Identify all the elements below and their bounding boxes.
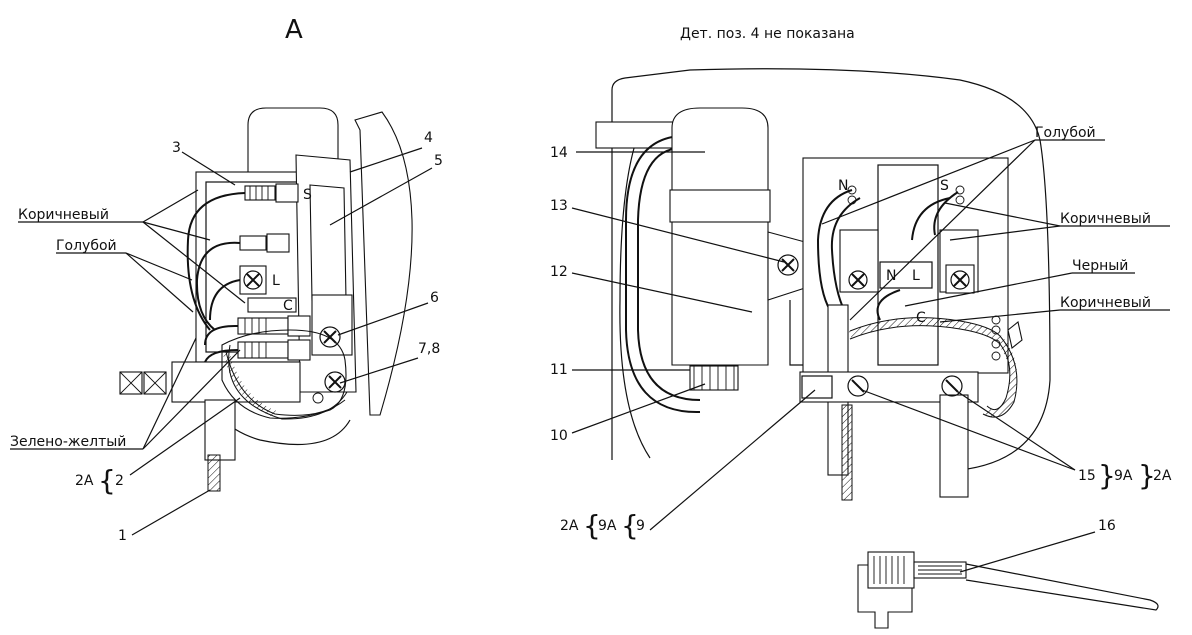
power-cord-1 [207, 454, 221, 492]
terminal-n-top-label: N [838, 178, 848, 194]
connector-s [244, 185, 276, 201]
terminal-c-label: C [283, 298, 293, 314]
wire-label-blue-right: Голубой [1035, 125, 1096, 141]
callout-6: 6 [430, 290, 439, 306]
wire-blue-right [816, 189, 853, 311]
terminal-mid-block [266, 233, 290, 253]
terminal-s-top-label: S [940, 178, 949, 194]
wire-blue [209, 279, 241, 321]
group-9-prefix-2: 9А [598, 518, 617, 534]
terminal-n-label: N [886, 268, 896, 284]
edge-connector [1007, 321, 1023, 349]
group-2-prefix: 2А [75, 473, 94, 489]
connector-lower-2 [237, 341, 289, 359]
group-9-prefix-1: 2А [560, 518, 579, 534]
view-letter: А [285, 15, 303, 45]
terminal-l-screw [243, 270, 263, 290]
bracket-6 [311, 294, 353, 356]
callout-16: 16 [1098, 518, 1116, 534]
wire-black [876, 289, 901, 321]
cord-16 [965, 563, 1159, 611]
callout-1: 1 [118, 528, 127, 544]
connector-mid [239, 235, 267, 251]
terminal-lower-2 [287, 339, 311, 361]
ground-wire-sleeve-outline [221, 329, 347, 419]
brace-2: { [98, 464, 116, 497]
terminal-c-block [247, 297, 297, 313]
wire-label-brown: Коричневый [18, 207, 109, 223]
screw-15a [847, 375, 869, 397]
callout-15: 15 [1078, 468, 1096, 484]
ground-symbol [312, 392, 324, 404]
wire-brown-2 [195, 241, 241, 331]
capacitor-band [669, 189, 771, 223]
terminal-block-left [839, 229, 879, 293]
terminal-l-label: L [912, 268, 920, 284]
screw-6 [319, 326, 341, 348]
hose-outer [637, 147, 701, 401]
terminal-s-label: S [303, 187, 312, 203]
callout-9: 9 [636, 518, 645, 534]
compressor-outline [611, 68, 1051, 471]
group-15-mid: 9А [1114, 468, 1133, 484]
brace-15b: } [1138, 459, 1156, 492]
right-post [939, 394, 969, 498]
harness-hatched [848, 317, 1003, 344]
capacitor-body [671, 107, 769, 366]
callout-11: 11 [550, 362, 568, 378]
screw-15b [941, 375, 963, 397]
left-leaders [10, 147, 433, 536]
wire-label-blue: Голубой [56, 238, 117, 254]
right-assembly: N S N L C [595, 68, 1159, 629]
callout-12: 12 [550, 264, 568, 280]
callout-4: 4 [424, 130, 433, 146]
callout-14: 14 [550, 145, 568, 161]
wire-label-black: Черный [1072, 258, 1128, 274]
callout-2: 2 [115, 473, 124, 489]
screw-13 [777, 254, 799, 276]
terminal-s-block [275, 183, 299, 203]
callout-5: 5 [434, 153, 443, 169]
group-15-suffix: 2А [1153, 468, 1172, 484]
right-leaders [571, 139, 1170, 573]
wire-brown-right [933, 191, 959, 236]
wire-brown-1 [186, 192, 246, 331]
left-assembly: S L C [119, 107, 413, 492]
brace-15a: } [1098, 459, 1116, 492]
top-bar [595, 121, 675, 149]
brace-9a: { [583, 509, 601, 542]
brace-9b: { [621, 509, 639, 542]
wire-label-brown-top: Коричневый [1060, 211, 1151, 227]
terminal-l-label: L [272, 273, 280, 289]
hatched-post [841, 404, 853, 501]
callout-10: 10 [550, 428, 568, 444]
view-note: Дет. поз. 4 не показана [680, 26, 855, 42]
entry-tube [204, 399, 236, 461]
callout-13: 13 [550, 198, 568, 214]
wire-label-brown-bottom: Коричневый [1060, 295, 1151, 311]
wire-label-green-yellow: Зелено-желтый [10, 434, 126, 450]
cover-part-5 [309, 184, 347, 301]
callout-7-8: 7,8 [418, 341, 440, 357]
terminal-lower-1 [287, 315, 311, 337]
callout-3: 3 [172, 140, 181, 156]
